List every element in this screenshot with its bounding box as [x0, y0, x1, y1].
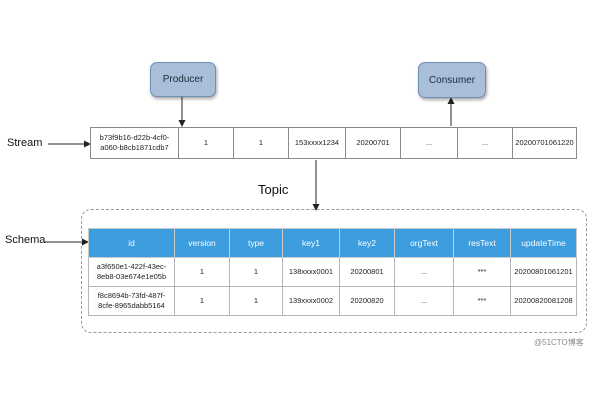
schema-cell-version: 1 [174, 257, 230, 287]
schema-table: id version type key1 key2 orgText resTex… [88, 228, 577, 316]
schema-cell-key1: 139xxxx0002 [282, 286, 340, 316]
producer-label: Producer [162, 74, 204, 85]
stream-cell-type: 1 [233, 127, 289, 159]
schema-cell-key2: 20200820 [339, 286, 395, 316]
stream-cell-orgtext: ... [400, 127, 458, 159]
schema-cell-id: a3f650e1-422f-43ec-8eb8-03e674e1e05b [88, 257, 175, 287]
stream-label: Stream [7, 137, 43, 149]
watermark: @51CTO博客 [534, 338, 584, 347]
schema-cell-updatetime: 20200801061201 [510, 257, 577, 287]
table-row: f8c8694b-73fd-487f-8cfe-8965dabb5164 1 1… [88, 286, 577, 316]
schema-cell-type: 1 [229, 286, 283, 316]
schema-cell-key2: 20200801 [339, 257, 395, 287]
producer-box: Producer [150, 62, 216, 97]
schema-cell-type: 1 [229, 257, 283, 287]
consumer-label: Consumer [428, 74, 476, 86]
schema-header-version: version [174, 228, 230, 258]
schema-cell-restext: *** [453, 257, 511, 287]
consumer-box: Consumer [418, 62, 486, 98]
schema-cell-updatetime: 20200820081208 [510, 286, 577, 316]
schema-cell-orgtext: ... [394, 257, 454, 287]
schema-cell-orgtext: ... [394, 286, 454, 316]
topic-label: Topic [258, 182, 289, 197]
topic-frame [81, 209, 587, 333]
stream-cell-key1: 153xxxx1234 [288, 127, 346, 159]
stream-cell-updatetime: 20200701061220 [512, 127, 577, 159]
table-row: a3f650e1-422f-43ec-8eb8-03e674e1e05b 1 1… [88, 257, 577, 287]
schema-header-orgtext: orgText [394, 228, 454, 258]
schema-label: Schema [5, 234, 46, 246]
schema-header-id: id [88, 228, 175, 258]
schema-header-key1: key1 [282, 228, 340, 258]
stream-cell-restext: ... [457, 127, 513, 159]
stream-table: b73f9b16-d22b-4cf0-a060-b8cb1871cdb7 1 1… [90, 127, 577, 159]
schema-header-updatetime: updateTime [510, 228, 577, 258]
stream-cell-version: 1 [178, 127, 234, 159]
schema-cell-version: 1 [174, 286, 230, 316]
stream-cell-id: b73f9b16-d22b-4cf0-a060-b8cb1871cdb7 [90, 127, 179, 159]
schema-header-row: id version type key1 key2 orgText resTex… [88, 228, 577, 258]
schema-cell-restext: *** [453, 286, 511, 316]
schema-cell-key1: 138xxxx0001 [282, 257, 340, 287]
schema-header-restext: resText [453, 228, 511, 258]
schema-header-type: type [229, 228, 283, 258]
stream-row: b73f9b16-d22b-4cf0-a060-b8cb1871cdb7 1 1… [90, 127, 577, 159]
schema-cell-id: f8c8694b-73fd-487f-8cfe-8965dabb5164 [88, 286, 175, 316]
stream-cell-key2: 20200701 [345, 127, 401, 159]
schema-header-key2: key2 [339, 228, 395, 258]
